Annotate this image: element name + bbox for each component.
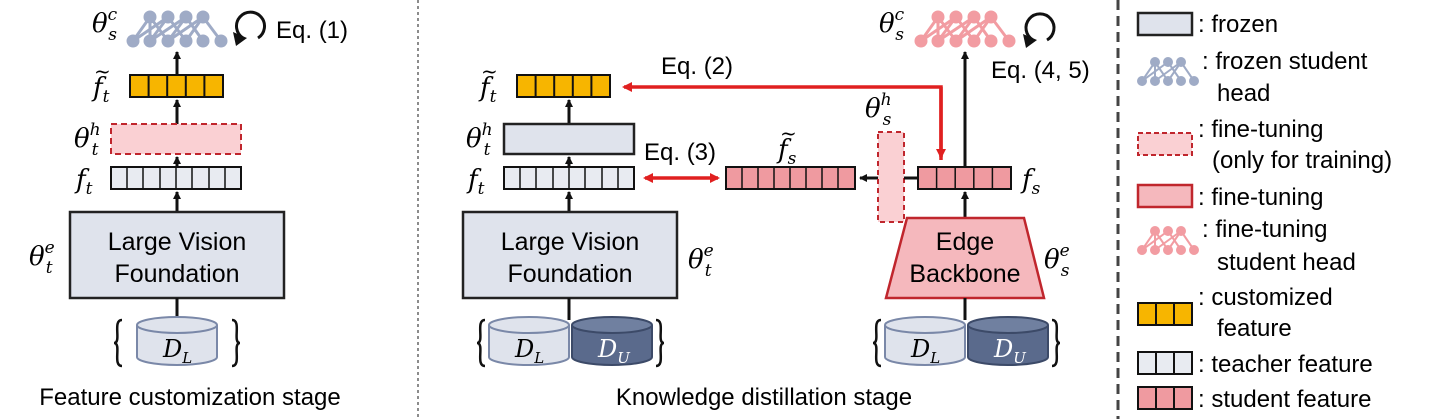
eq1-label: Eq. (1) (276, 17, 348, 44)
svg-text:student head: student head (1217, 249, 1356, 276)
tilde-mark: ~ (94, 59, 111, 83)
tilde-mark: ~ (780, 121, 797, 145)
encoder-label-line1: Large Vision (108, 228, 247, 256)
student-projection-head-box (877, 131, 905, 223)
eq3-label: Eq. (3) (644, 139, 716, 166)
f-t-label-stage2: ft (466, 165, 485, 199)
large-vision-foundation-box-stage1 (68, 210, 286, 300)
legend-finetune-student-head: : fine-tuning student head (1137, 216, 1356, 276)
legend: : frozen : frozen student head : fine-tu… (1136, 11, 1392, 413)
teacher-encoder-label-line1: Large Vision (501, 228, 640, 256)
f-t-label-stage1: ft (74, 165, 93, 199)
svg-text:head: head (1217, 80, 1270, 107)
edge-backbone-box (884, 216, 1046, 300)
teacher-feature-stage1 (110, 166, 242, 190)
dataset-dl-du-teacher: DL DU (476, 316, 665, 368)
student-encoder-label-line2: Backbone (909, 260, 1020, 288)
svg-text:DL: DL (514, 335, 544, 367)
svg-text:: customized: : customized (1198, 284, 1333, 311)
svg-text:: fine-tuning: : fine-tuning (1198, 116, 1323, 143)
eq2-label: Eq. (2) (661, 53, 733, 80)
f-s-label: fs (1020, 165, 1041, 199)
svg-text:DU: DU (993, 335, 1027, 367)
update-loop-icon-stage2 (1024, 12, 1056, 42)
customized-feature-stage2 (516, 74, 611, 98)
student-feature (917, 166, 1012, 190)
svg-text:feature: feature (1217, 315, 1292, 342)
frozen-student-head-network-icon (126, 10, 228, 48)
teacher-head-frozen-box (502, 122, 636, 156)
update-loop-icon (235, 10, 266, 40)
large-vision-foundation-box-stage2 (461, 210, 679, 300)
dataset-dl-stage1: DL (113, 316, 241, 368)
svg-text:(only for training): (only for training) (1212, 147, 1392, 174)
teacher-feature-stage2 (503, 166, 635, 190)
svg-text:DL: DL (910, 335, 940, 367)
stage2-caption: Knowledge distillation stage (616, 384, 912, 411)
finetune-student-head-network-icon (914, 10, 1016, 48)
legend-customized-feature: : customized feature (1137, 284, 1333, 342)
legend-finetune: : fine-tuning (1136, 183, 1323, 211)
legend-frozen-student-head: : frozen student head (1137, 48, 1368, 107)
legend-frozen: : frozen (1136, 11, 1278, 38)
svg-text:: fine-tuning: : fine-tuning (1202, 216, 1327, 243)
legend-student-feature: : student feature (1137, 386, 1371, 413)
encoder-label-line2: Foundation (114, 260, 239, 288)
dataset-dl-label-stage1: DL (162, 335, 192, 367)
legend-teacher-feature: : teacher feature (1137, 351, 1373, 378)
svg-text:: teacher feature: : teacher feature (1198, 351, 1373, 378)
tilde-mark: ~ (481, 59, 498, 83)
projected-student-feature (725, 166, 856, 190)
student-encoder-label-line1: Edge (936, 228, 994, 256)
teacher-encoder-label-line2: Foundation (507, 260, 632, 288)
stage1-caption: Feature customization stage (39, 384, 341, 411)
svg-text:: fine-tuning: : fine-tuning (1198, 184, 1323, 211)
legend-finetune-training-only: : fine-tuning (only for training) (1137, 116, 1392, 174)
svg-text:: student feature: : student feature (1198, 386, 1371, 413)
eq45-label: Eq. (4, 5) (991, 57, 1090, 84)
svg-text:: frozen: : frozen (1198, 11, 1278, 38)
svg-text:: frozen student: : frozen student (1202, 48, 1368, 75)
customized-feature-stage1 (129, 74, 224, 98)
teacher-head-finetune-box (110, 123, 242, 155)
svg-text:DU: DU (597, 335, 631, 367)
dataset-dl-du-student: DL DU (872, 316, 1061, 368)
